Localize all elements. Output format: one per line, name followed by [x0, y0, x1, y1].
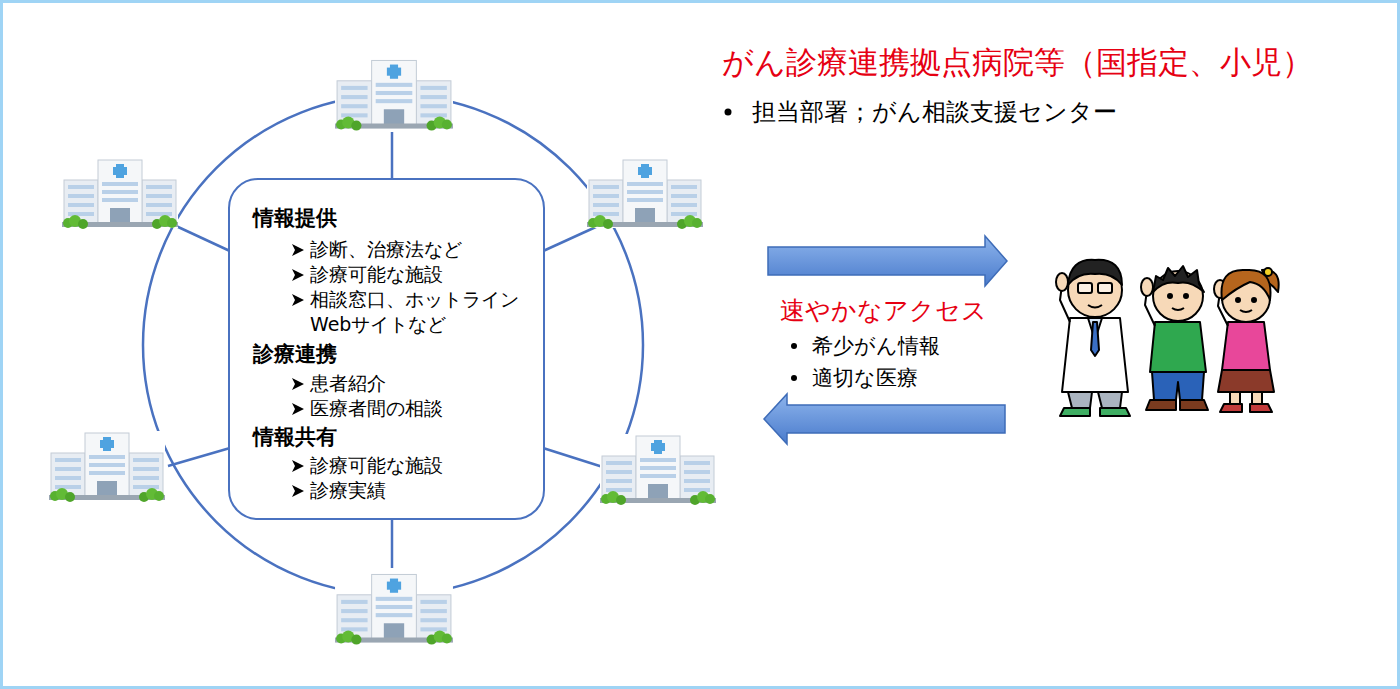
spoke-line — [541, 226, 598, 252]
arrow-bullet — [291, 293, 305, 307]
arrow-bullet — [291, 484, 305, 498]
block-arrow-right — [768, 236, 1007, 286]
spoke-line — [391, 132, 394, 178]
hospital-icon — [49, 431, 165, 502]
list-item: 診療実績 — [290, 478, 386, 503]
people-illustration — [1056, 260, 1279, 416]
access-arrows — [764, 236, 1007, 444]
doctor-figure — [1056, 260, 1130, 416]
arrow-bullet — [291, 459, 305, 473]
arrow-bullet — [291, 243, 305, 257]
arrow-bullet-shape — [292, 378, 304, 390]
list-item: 診療可能な施設 — [290, 453, 443, 478]
block-arrow-left — [764, 394, 1005, 444]
ring-circle — [143, 95, 643, 595]
arrow-bullet-shape — [292, 403, 304, 415]
arrow-bullet — [291, 377, 305, 391]
hospital-icon — [335, 58, 453, 130]
department-note: 担当部署；がん相談支援センター — [752, 96, 1117, 128]
bullet-dot — [791, 343, 797, 349]
arrow-bullet-shape — [292, 294, 304, 306]
girl-figure — [1214, 268, 1279, 412]
bullet-marks — [725, 109, 798, 382]
section-heading: 情報共有 — [253, 423, 337, 451]
hospital-icon — [587, 158, 703, 229]
hospital-group — [49, 58, 716, 644]
network-ring — [143, 95, 643, 595]
access-item: 適切な医療 — [812, 364, 918, 392]
arrow-bullet-shape — [292, 460, 304, 472]
arrow-bullet — [291, 402, 305, 416]
info-box: 情報提供診断、治療法など診療可能な施設相談窓口、ホットライン Webサイトなど診… — [228, 178, 545, 520]
access-item: 希少がん情報 — [812, 332, 940, 360]
boy-figure — [1141, 266, 1208, 410]
spoke-line — [176, 226, 232, 252]
bullet-dot — [725, 109, 732, 116]
bullet-dot — [791, 375, 797, 381]
spoke-line — [391, 520, 394, 568]
spoke-line — [543, 448, 606, 468]
spoke-line — [168, 448, 230, 466]
arrow-bullet-shape — [292, 244, 304, 256]
list-item: 診断、治療法など — [290, 237, 462, 262]
section-heading: 診療連携 — [253, 340, 337, 368]
hospital-icon — [335, 572, 453, 644]
list-item: 医療者間の相談 — [290, 396, 443, 421]
list-item: 診療可能な施設 — [290, 262, 443, 287]
hospital-icon — [600, 434, 716, 505]
arrow-bullet-shape — [292, 485, 304, 497]
arrow-bullet-shape — [292, 269, 304, 281]
section-heading: 情報提供 — [253, 204, 337, 232]
arrow-bullet — [291, 268, 305, 282]
access-heading: 速やかなアクセス — [780, 295, 987, 327]
diagram-title: がん診療連携拠点病院等（国指定、小児） — [722, 42, 1313, 82]
hospital-icon — [62, 158, 178, 229]
list-item: 患者紹介 — [290, 371, 386, 396]
list-item: 相談窓口、ホットライン Webサイトなど — [290, 287, 532, 337]
